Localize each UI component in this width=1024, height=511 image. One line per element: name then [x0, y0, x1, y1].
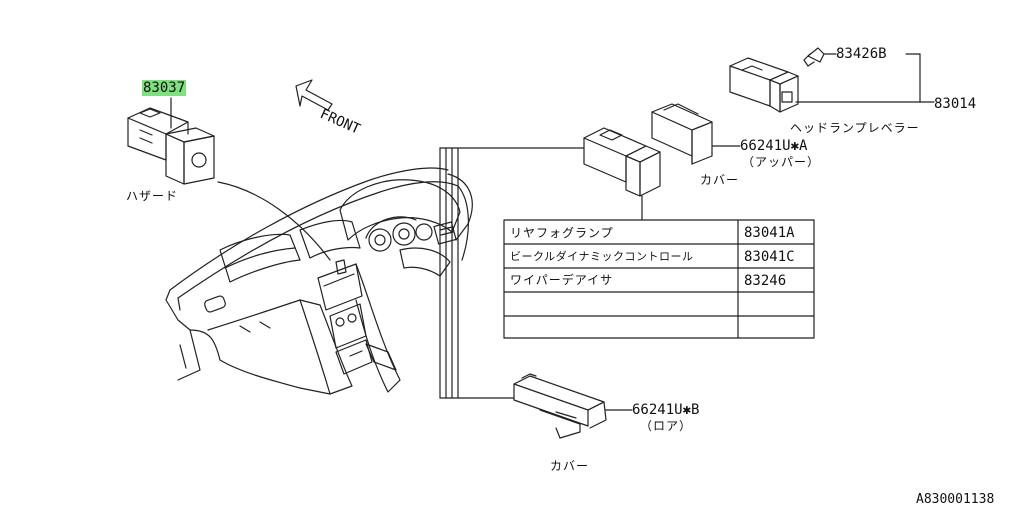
- dashboard: [165, 167, 473, 395]
- clip-part-number[interactable]: 83426B: [836, 46, 887, 62]
- front-arrow-icon: [295, 79, 333, 111]
- upper-cover[interactable]: [651, 103, 741, 165]
- table-row-name: ビークルダイナミックコントロール: [510, 250, 694, 263]
- hazard-part-number[interactable]: 83037: [142, 80, 187, 96]
- hazard-label: ハザード: [126, 189, 179, 203]
- upper-cover-label: カバー: [700, 173, 740, 187]
- table-row-part[interactable]: 83041A: [744, 225, 795, 241]
- lower-cover-part-number[interactable]: 66241U✱B: [632, 402, 700, 418]
- lower-cover[interactable]: [513, 373, 633, 439]
- diagram-id: A830001138: [916, 492, 995, 507]
- highlight-marker: 83037: [142, 80, 187, 96]
- upper-cover-sub: （アッパー）: [742, 155, 821, 169]
- table-row-part[interactable]: 83246: [744, 273, 787, 289]
- leader-hazard: [217, 181, 331, 261]
- leveler-leaders: [795, 53, 935, 103]
- table-row-name: リヤフォグランプ: [510, 226, 614, 240]
- leveler-label: ヘッドランプレベラー: [790, 121, 920, 135]
- clip[interactable]: [803, 47, 837, 67]
- hazard-switch[interactable]: [127, 97, 215, 185]
- lower-cover-label: カバー: [550, 459, 590, 473]
- table-row-name: ワイパーデアイサ: [510, 273, 614, 287]
- connector-lines: [439, 147, 585, 399]
- headlamp-leveler[interactable]: [729, 57, 799, 113]
- leveler-part-number[interactable]: 83014: [934, 96, 977, 112]
- lower-cover-sub: （ロア）: [640, 419, 693, 433]
- parts-table-grid: [503, 219, 815, 339]
- switch-assembly-upper[interactable]: [583, 127, 661, 221]
- upper-cover-part-number[interactable]: 66241U✱A: [740, 138, 808, 154]
- table-row-part[interactable]: 83041C: [744, 249, 795, 265]
